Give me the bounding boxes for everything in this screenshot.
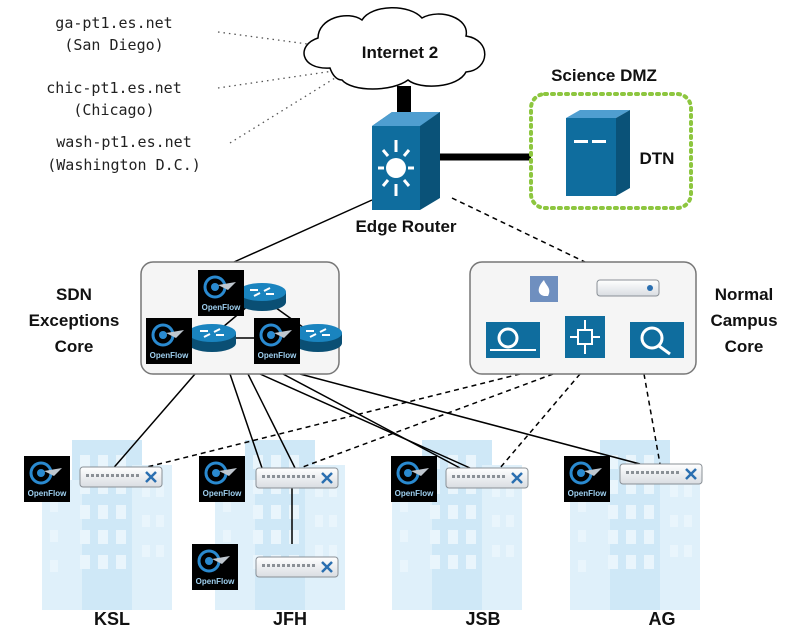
sdn-router-icon xyxy=(237,282,287,312)
peer-city-2: (Washington D.C.) xyxy=(47,156,201,174)
openflow-icon xyxy=(197,454,247,504)
internet-uplink xyxy=(397,86,411,118)
building-label-jsb: JSB xyxy=(465,609,500,629)
peer-host-2: wash-pt1.es.net xyxy=(56,133,191,151)
openflow-icon xyxy=(562,454,612,504)
internet-cloud-icon xyxy=(303,7,486,90)
openflow-icon xyxy=(196,268,246,318)
openflow-icon xyxy=(190,542,240,592)
campus-core-label-1: Normal xyxy=(715,285,774,304)
dtn-server-icon xyxy=(566,110,630,196)
campus-links xyxy=(134,373,661,471)
peer-host-1: chic-pt1.es.net xyxy=(46,79,181,97)
peer-links xyxy=(217,31,349,144)
sdn-core-label-2: Exceptions xyxy=(29,311,120,330)
building-label-ag: AG xyxy=(649,609,676,629)
dtn-label: DTN xyxy=(640,149,675,168)
peer-city-1: (Chicago) xyxy=(73,101,154,119)
cloud-label: Internet 2 xyxy=(362,43,439,62)
building-label-jfh: JFH xyxy=(273,609,307,629)
layer3-switch-icon xyxy=(565,316,605,358)
sdn-core-label-3: Core xyxy=(55,337,94,356)
peer-host-0: ga-pt1.es.net xyxy=(55,14,172,32)
science-dmz-title: Science DMZ xyxy=(551,66,657,85)
campus-core-label-3: Core xyxy=(725,337,764,356)
sdn-router-icon xyxy=(187,323,237,353)
building-label-ksl: KSL xyxy=(94,609,130,629)
jfh-switch-icon xyxy=(254,466,340,490)
appliance-icon xyxy=(596,279,660,297)
openflow-icon xyxy=(389,454,439,504)
jsb-switch-icon xyxy=(444,466,530,490)
sdn-router-icon xyxy=(293,323,343,353)
campus-core-label-2: Campus xyxy=(710,311,777,330)
ag-switch-icon xyxy=(618,462,704,486)
sdn-core-label-1: SDN xyxy=(56,285,92,304)
openflow-icon xyxy=(144,316,194,366)
firewall-icon xyxy=(530,276,558,302)
openflow-icon xyxy=(252,316,302,366)
secure-switch-icon xyxy=(486,322,540,358)
openflow-icon xyxy=(22,454,72,504)
peer-city-0: (San Diego) xyxy=(64,36,163,54)
jfh-switch2-icon xyxy=(254,555,340,579)
ksl-switch-icon xyxy=(78,465,164,489)
edge-router-icon xyxy=(372,112,440,210)
edge-router-label: Edge Router xyxy=(355,217,456,236)
monitor-icon xyxy=(630,322,684,358)
sdn-links xyxy=(109,373,641,544)
